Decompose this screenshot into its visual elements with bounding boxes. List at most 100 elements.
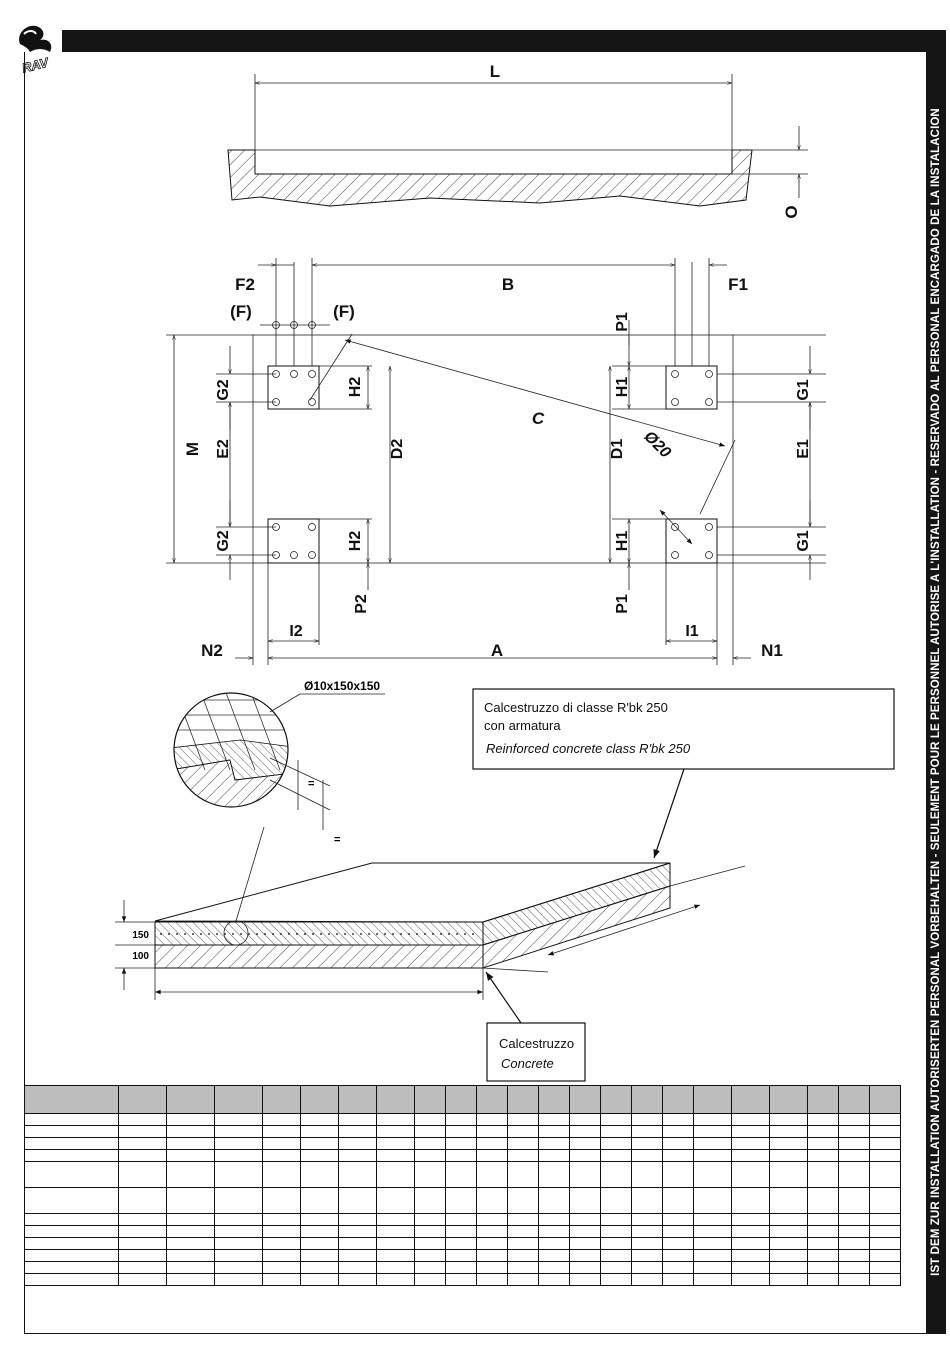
table-cell (118, 1187, 167, 1214)
baseplate-bottom-right (665, 518, 718, 564)
table-header-cell (807, 1085, 839, 1114)
table-cell (118, 1125, 167, 1138)
table-cell (769, 1225, 808, 1238)
dim-label-e2: E2 (215, 439, 232, 459)
dim-label-c: C (532, 409, 545, 428)
table-cell (445, 1225, 477, 1238)
table-cell (214, 1261, 263, 1274)
table-cell (569, 1187, 601, 1214)
table-header-cell (166, 1085, 215, 1114)
table-cell (507, 1273, 539, 1286)
slab-view: 150 100 Ø10x150x150 = = Calcestruzzo di … (115, 679, 895, 1082)
table-cell (569, 1261, 601, 1274)
table-cell (118, 1273, 167, 1286)
table-cell (262, 1249, 301, 1262)
table-cell (600, 1237, 632, 1250)
table-cell (166, 1249, 215, 1262)
table-cell (731, 1187, 770, 1214)
table-cell (731, 1273, 770, 1286)
table-cell (376, 1273, 415, 1286)
table-cell (445, 1261, 477, 1274)
table-cell (631, 1261, 663, 1274)
table-cell (693, 1161, 732, 1188)
table-cell (300, 1237, 339, 1250)
dim-label-i1: I1 (685, 623, 698, 640)
dim-label-p2: P2 (353, 594, 370, 614)
table-row (24, 1113, 901, 1126)
table-cell (538, 1137, 570, 1150)
table-cell (838, 1249, 870, 1262)
table-header-cell (338, 1085, 377, 1114)
table-cell (166, 1213, 215, 1226)
table-cell (569, 1273, 601, 1286)
table-row (24, 1273, 901, 1286)
table-cell (693, 1261, 732, 1274)
table-cell (262, 1187, 301, 1214)
table-cell (869, 1237, 901, 1250)
table-cell (300, 1187, 339, 1214)
table-cell (214, 1213, 263, 1226)
table-cell (166, 1187, 215, 1214)
table-cell (118, 1213, 167, 1226)
table-cell (507, 1113, 539, 1126)
table-cell (600, 1113, 632, 1126)
table-cell (24, 1261, 119, 1274)
table-cell (414, 1213, 446, 1226)
table-cell (662, 1113, 694, 1126)
table-cell (807, 1113, 839, 1126)
table-cell (838, 1161, 870, 1188)
table-cell (24, 1225, 119, 1238)
table-cell (445, 1125, 477, 1138)
table-cell (262, 1213, 301, 1226)
table-cell (445, 1237, 477, 1250)
table-header-cell (838, 1085, 870, 1114)
table-cell (631, 1149, 663, 1162)
table-cell (538, 1249, 570, 1262)
table-cell (414, 1273, 446, 1286)
table-cell (769, 1187, 808, 1214)
table-cell (24, 1213, 119, 1226)
table-cell (807, 1187, 839, 1214)
table-cell (476, 1261, 508, 1274)
table-header-cell (414, 1085, 446, 1114)
table-cell (166, 1225, 215, 1238)
table-header-cell (569, 1085, 601, 1114)
table-cell (166, 1125, 215, 1138)
table-cell (869, 1261, 901, 1274)
table-cell (569, 1161, 601, 1188)
table-cell (118, 1225, 167, 1238)
dim-label-n2: N2 (201, 641, 223, 660)
table-cell (869, 1125, 901, 1138)
table-cell (807, 1161, 839, 1188)
table-cell (376, 1249, 415, 1262)
table-cell (414, 1149, 446, 1162)
table-cell (507, 1149, 539, 1162)
table-header-cell (24, 1085, 119, 1114)
table-cell (538, 1149, 570, 1162)
table-cell (807, 1137, 839, 1150)
table-cell (600, 1249, 632, 1262)
brand-logo: RAV (14, 22, 64, 76)
table-cell (769, 1261, 808, 1274)
table-cell (24, 1137, 119, 1150)
table-cell (300, 1225, 339, 1238)
table-cell (600, 1261, 632, 1274)
table-header-cell (662, 1085, 694, 1114)
dim-label-g1-top: G1 (795, 379, 812, 400)
table-cell (769, 1149, 808, 1162)
table-cell (693, 1225, 732, 1238)
callout-reinforced-box (472, 688, 895, 770)
table-header-cell (631, 1085, 663, 1114)
table-cell (445, 1249, 477, 1262)
table-cell (338, 1261, 377, 1274)
table-cell (731, 1125, 770, 1138)
table-cell (631, 1113, 663, 1126)
callout-concrete-line1: Calcestruzzo (499, 1036, 574, 1051)
table-cell (507, 1249, 539, 1262)
table-cell (662, 1137, 694, 1150)
table-cell (214, 1225, 263, 1238)
table-cell (262, 1261, 301, 1274)
table-cell (600, 1225, 632, 1238)
table-cell (869, 1161, 901, 1188)
table-cell (118, 1261, 167, 1274)
